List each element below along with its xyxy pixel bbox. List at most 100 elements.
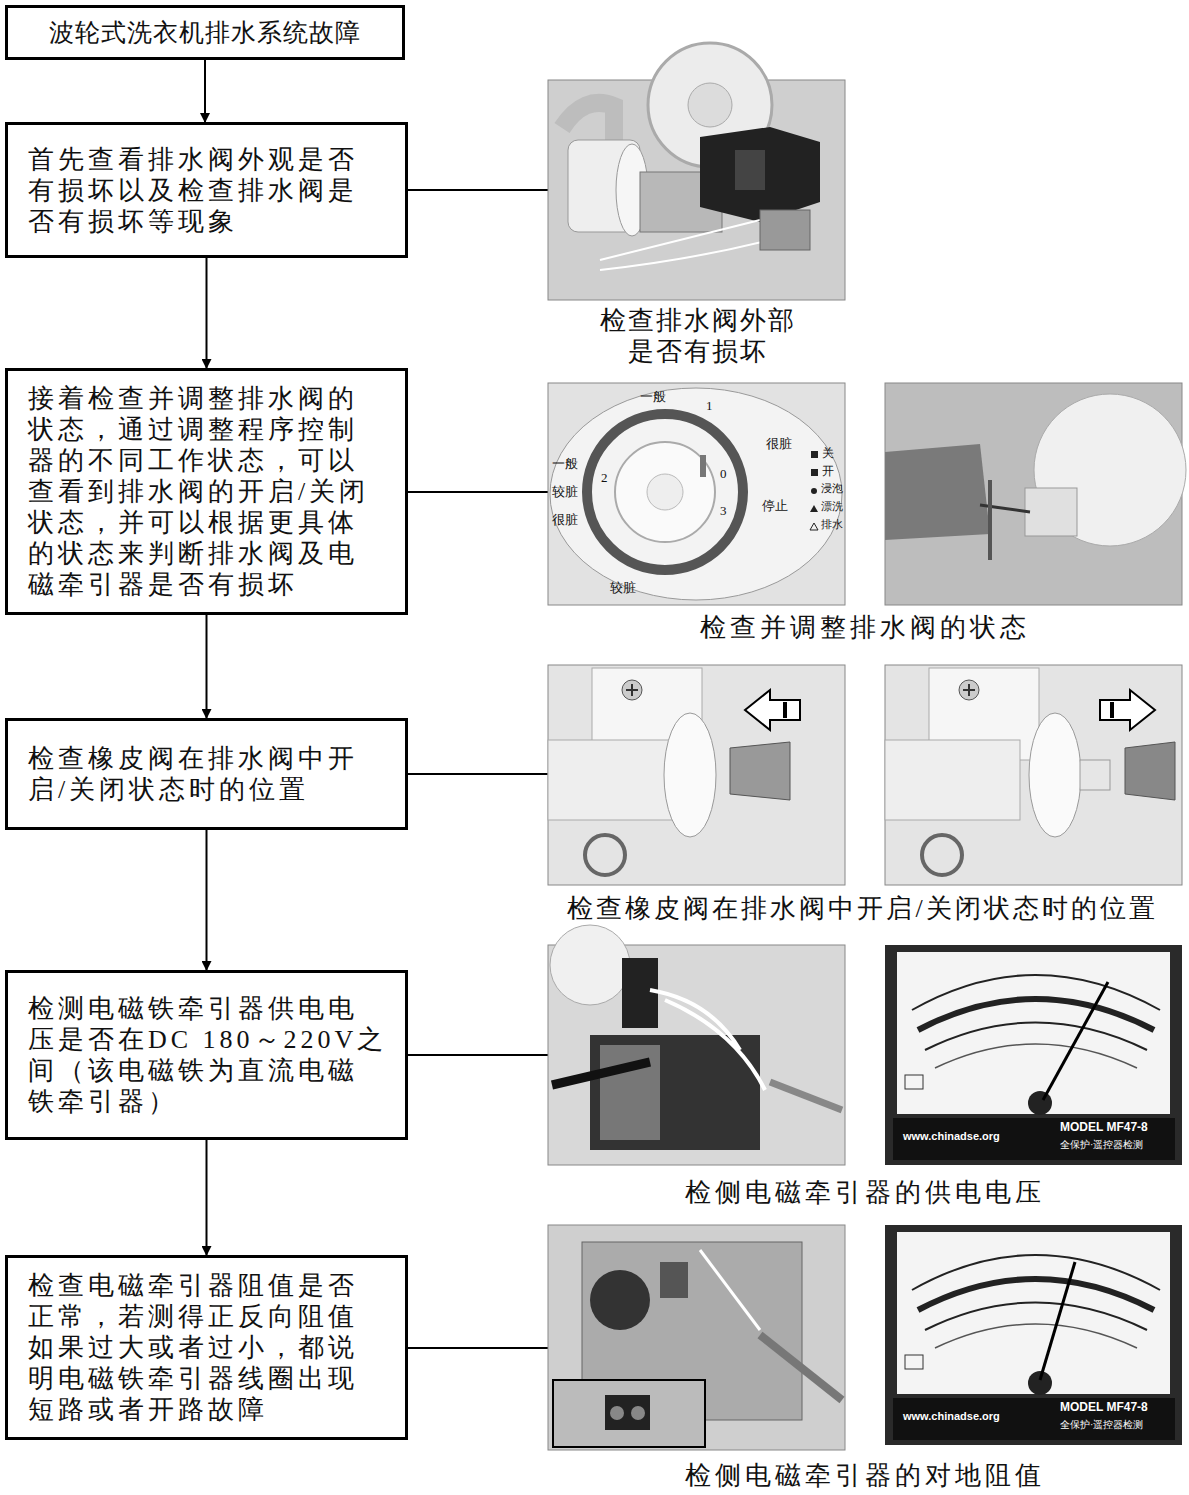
program-dial-photo-part: [548, 383, 845, 605]
program-dial-photo-part: [811, 488, 817, 494]
multimeter-photo-part: [905, 1075, 923, 1089]
solenoid-resistance-photo-part: [700, 1250, 760, 1330]
rubber-valve-open-photo-part: [622, 680, 642, 700]
multimeter-photo-part: [897, 952, 1170, 1114]
photo-text: 漂洗: [821, 500, 843, 513]
rubber-valve-open-photo-part: [585, 835, 625, 875]
multimeter-photo: [885, 945, 1182, 1165]
solenoid-voltage-photo-part: [622, 958, 658, 1028]
rubber-valve-closed-photo-part: [963, 684, 975, 696]
photo-text: 1: [706, 398, 713, 414]
rubber-valve-closed-photo-part: [885, 740, 1020, 820]
photo-text: 浸泡: [821, 482, 843, 495]
photo-text: 开: [822, 464, 834, 478]
photo-caption: 检侧电磁牵引器的供电电压: [548, 1177, 1182, 1208]
photo-text: 较脏: [552, 484, 578, 500]
flow-arrow: [206, 1140, 208, 1255]
meter-needle: [1043, 982, 1108, 1100]
photo-text: 3: [720, 503, 727, 519]
multimeter-photo-part: [893, 1118, 1175, 1160]
photo-text: 全保护·遥控器检测: [1060, 1419, 1143, 1431]
flow-arrow: [206, 615, 208, 718]
solenoid-resistance-photo-part: [760, 1335, 842, 1400]
rubber-valve-closed-photo-part: [1125, 742, 1175, 800]
flow-arrow: [206, 830, 208, 970]
multimeter-photo: [885, 1225, 1182, 1445]
solenoid-voltage-photo-part: [600, 1045, 660, 1140]
rubber-valve-open-photo-part: [730, 742, 790, 800]
process-box: 首先查看排水阀外观是否 有损坏以及检查排水阀是 否有损坏等现象: [5, 122, 408, 258]
rubber-valve-open-photo-part: [548, 665, 845, 885]
program-dial-photo-part: [550, 388, 842, 600]
photo-text: www.chinadse.org: [903, 1130, 1000, 1143]
solenoid-resistance-photo-part: [590, 1270, 650, 1330]
rubber-valve-open-photo-part: [548, 740, 683, 820]
drain-valve-photo-part: [548, 80, 845, 300]
leader-lines-part: [408, 773, 548, 775]
process-box: 检测电磁铁牵引器供电电 压是否在DC 180～220V之 间（该电磁铁为直流电磁…: [5, 970, 408, 1140]
rubber-valve-open-photo-part: [626, 684, 638, 696]
solenoid-voltage-photo-part: [770, 1082, 842, 1110]
solenoid-resistance-photo-part: [631, 1406, 645, 1420]
solenoid-voltage-photo-part: [590, 1035, 760, 1150]
multimeter-photo-part: [925, 1023, 1147, 1051]
program-dial-photo-part: [810, 505, 818, 512]
step-text: 接着检查并调整排水阀的 状态，通过调整程序控制 器的不同工作状态，可以 查看到排…: [28, 383, 397, 600]
solenoid-resistance-photo-part: [610, 1406, 624, 1420]
photo-text: 全保护·遥控器检测: [1060, 1139, 1143, 1151]
rubber-valve-closed-photo-part: [959, 680, 979, 700]
photo-text: 0: [720, 466, 727, 482]
valve-closeup-photo-part: [885, 444, 990, 540]
rubber-valve-closed-photo: [885, 665, 1182, 885]
rubber-valve-open-photo-part: [664, 713, 716, 837]
photo-text: 很脏: [552, 512, 578, 528]
meter-needle: [1040, 1262, 1075, 1380]
program-dial-photo-part: [811, 451, 818, 458]
rubber-valve-closed-photo-part: [922, 835, 962, 875]
program-dial-photo-part: [647, 474, 683, 510]
multimeter-photo-part: [912, 975, 1160, 1010]
solenoid-voltage-photo: [548, 925, 845, 1165]
step-text: 检查电磁牵引器阻值是否 正常，若测得正反向阻值 如果过大或者过小，都说 明电磁铁…: [28, 1270, 397, 1425]
rubber-valve-open-photo-part: [745, 690, 800, 730]
rubber-valve-closed-photo-part: [1110, 702, 1114, 718]
process-box: 检查电磁牵引器阻值是否 正常，若测得正反向阻值 如果过大或者过小，都说 明电磁铁…: [5, 1255, 408, 1440]
drain-valve-photo-part: [735, 150, 765, 190]
valve-closeup-photo-part: [1025, 488, 1077, 536]
solenoid-voltage-photo-part: [550, 925, 630, 1005]
step-text: 检测电磁铁牵引器供电电 压是否在DC 180～220V之 间（该电磁铁为直流电磁…: [28, 993, 397, 1117]
valve-closeup-photo-part: [980, 505, 1030, 512]
photo-caption: 检侧电磁牵引器的对地阻值: [548, 1460, 1182, 1491]
rubber-valve-closed-photo-part: [1100, 690, 1155, 730]
flow-arrow: [204, 60, 206, 122]
drain-valve-photo: [548, 43, 845, 300]
step-text: 检查橡皮阀在排水阀中开 启/关闭状态时的位置: [28, 743, 397, 805]
rubber-valve-open-photo: [548, 665, 845, 885]
rubber-valve-open-photo-part: [783, 702, 787, 718]
flow-arrow: [206, 258, 208, 368]
photo-text: www.chinadse.org: [903, 1410, 1000, 1423]
step-text: 波轮式洗衣机排水系统故障: [16, 17, 394, 48]
photo-text: 2: [601, 470, 608, 486]
rubber-valve-closed-photo-part: [1080, 760, 1110, 790]
rubber-valve-closed-photo-part: [885, 665, 1182, 885]
solenoid-resistance-photo-part: [660, 1262, 688, 1298]
valve-closeup-photo: [885, 383, 1186, 605]
program-dial-photo: [548, 383, 845, 605]
photo-text: 较脏: [610, 580, 636, 596]
photo-text: 关: [822, 446, 834, 460]
solenoid-voltage-photo-part: [552, 1062, 650, 1085]
start-box: 波轮式洗衣机排水系统故障: [5, 5, 405, 60]
solenoid-resistance-photo-part: [553, 1380, 705, 1447]
photo-text: 排水: [821, 518, 843, 531]
drain-valve-photo-part: [700, 127, 820, 222]
photo-text: MODEL MF47-8: [1060, 1120, 1148, 1134]
program-dial-photo-part: [700, 455, 706, 477]
program-dial-photo-part: [811, 469, 818, 476]
photo-text: MODEL MF47-8: [1060, 1400, 1148, 1414]
solenoid-resistance-photo-part: [605, 1395, 650, 1430]
valve-closeup-photo-part: [988, 480, 992, 560]
photo-text: 一般: [552, 456, 578, 472]
leader-lines-part: [408, 1347, 548, 1349]
solenoid-voltage-photo-part: [650, 990, 765, 1090]
